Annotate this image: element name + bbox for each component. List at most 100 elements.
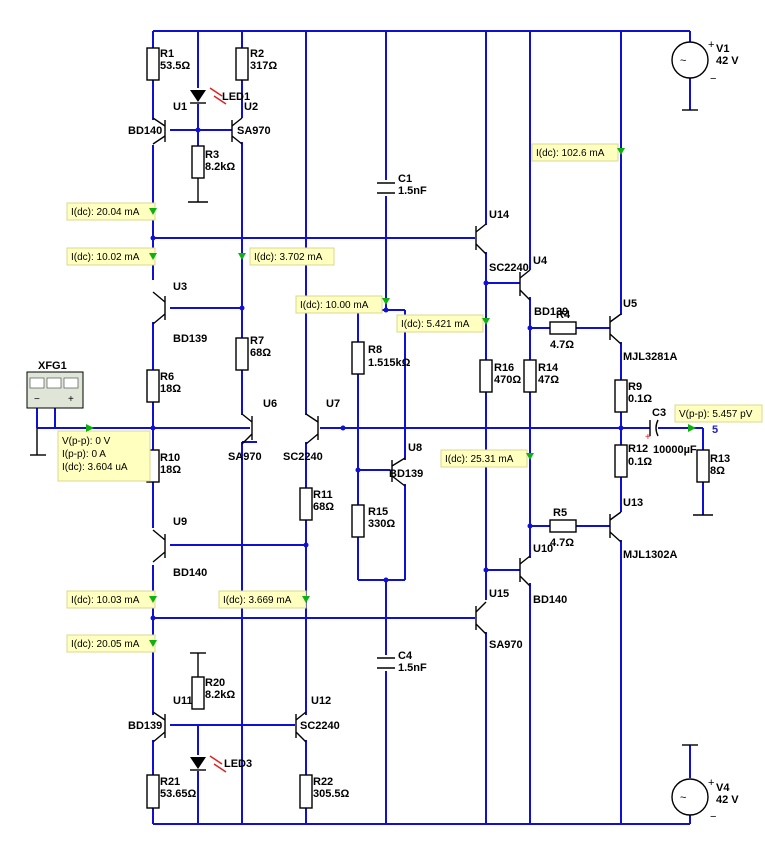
c3-value: 10000µF — [653, 444, 697, 456]
r12-value: 0.1Ω — [628, 456, 652, 468]
capacitors: + — [377, 182, 659, 669]
r9-value: 0.1Ω — [628, 393, 652, 405]
u4-name: U4 — [533, 255, 548, 267]
probe-11: V(p-p): 5.457 pV — [679, 409, 753, 420]
svg-text:+: + — [708, 777, 714, 789]
r6-value: 18Ω — [160, 383, 181, 395]
probe-12-ipp: I(p-p): 0 A — [62, 449, 106, 460]
u14-name: U14 — [489, 209, 510, 221]
probe-2: I(dc): 10.02 mA — [71, 252, 140, 263]
r21-name: R21 — [160, 776, 180, 788]
r10-value: 18Ω — [160, 464, 181, 476]
r7-name: R7 — [250, 335, 264, 347]
u10-name: U10 — [533, 543, 553, 555]
u7-name: U7 — [326, 398, 340, 410]
svg-text:~: ~ — [680, 55, 686, 67]
u7-part: SC2240 — [283, 451, 323, 463]
r8-value: 1.515kΩ — [368, 357, 411, 369]
r3-name: R3 — [205, 149, 219, 161]
r3-value: 8.2kΩ — [205, 161, 235, 173]
v4-name: V4 — [716, 782, 730, 794]
r6-name: R6 — [160, 371, 174, 383]
u8-part: BD139 — [389, 468, 423, 480]
r14-name: R14 — [538, 362, 559, 374]
component-labels: R1 53.5Ω R2 317Ω R3 8.2kΩ R4 4.7Ω R5 4.7… — [128, 39, 739, 823]
u11-part: BD139 — [128, 720, 162, 732]
r22-value: 305.5Ω — [313, 788, 350, 800]
svg-text:−: − — [34, 394, 40, 405]
function-generator-xfg1: − + XFG1 — [26, 360, 84, 409]
led1-name: LED1 — [222, 91, 250, 103]
v4-value: 42 V — [716, 794, 739, 806]
r5-name: R5 — [553, 507, 567, 519]
u13-part: MJL1302A — [623, 549, 677, 561]
svg-text:+: + — [68, 394, 74, 405]
u9-name: U9 — [173, 516, 187, 528]
probe-8: I(dc): 10.03 mA — [71, 595, 140, 606]
junction-dots — [150, 127, 624, 621]
r1-name: R1 — [160, 48, 174, 60]
u3-part: BD139 — [173, 333, 207, 345]
r14-value: 47Ω — [538, 374, 559, 386]
r21-value: 53.65Ω — [160, 788, 197, 800]
svg-text:−: − — [710, 811, 716, 823]
svg-text:−: − — [710, 73, 716, 85]
r10-name: R10 — [160, 452, 180, 464]
r9-name: R9 — [628, 381, 642, 393]
r11-value: 68Ω — [313, 501, 334, 513]
probe-9: I(dc): 3.669 mA — [223, 595, 292, 606]
r7-value: 68Ω — [250, 347, 271, 359]
u8-name: U8 — [408, 442, 422, 454]
probe-5: I(dc): 5.421 mA — [401, 319, 470, 330]
r5-value: 4.7Ω — [550, 537, 574, 549]
u3-name: U3 — [173, 281, 187, 293]
u13-name: U13 — [623, 497, 643, 509]
u1-name: U1 — [173, 101, 187, 113]
probe-1: I(dc): 20.04 mA — [71, 207, 140, 218]
u15-name: U15 — [489, 588, 509, 600]
r20-name: R20 — [205, 677, 225, 689]
r12-name: R12 — [628, 443, 648, 455]
r8-name: R8 — [368, 344, 382, 356]
r16-value: 470Ω — [494, 374, 521, 386]
r13-value: 8Ω — [710, 465, 725, 477]
probe-12-vpp: V(p-p): 0 V — [62, 436, 111, 447]
u5-name: U5 — [623, 298, 637, 310]
c3-name: C3 — [652, 407, 666, 419]
transistor-symbols — [152, 117, 622, 743]
u10-part: BD140 — [533, 594, 567, 606]
r20-value: 8.2kΩ — [205, 689, 235, 701]
v1-value: 42 V — [716, 55, 739, 67]
u6-part: SA970 — [228, 451, 262, 463]
r1-value: 53.5Ω — [160, 60, 190, 72]
r4-value: 4.7Ω — [550, 339, 574, 351]
c1-value: 1.5nF — [398, 185, 427, 197]
r13-name: R13 — [710, 453, 730, 465]
u14-part: SC2240 — [489, 262, 529, 274]
probes: I(dc): 20.04 mA I(dc): 10.02 mA I(dc): 3… — [57, 143, 763, 653]
c4-name: C4 — [398, 650, 413, 662]
u12-name: U12 — [311, 695, 331, 707]
u6-name: U6 — [263, 398, 277, 410]
svg-text:+: + — [645, 432, 651, 443]
svg-text:+: + — [708, 39, 714, 51]
u9-part: BD140 — [173, 567, 207, 579]
u11-name: U11 — [173, 695, 193, 707]
r16-name: R16 — [494, 362, 514, 374]
voltage-sources: ~ ~ — [671, 41, 709, 816]
r22-name: R22 — [313, 776, 333, 788]
r4-name: R4 — [556, 309, 571, 321]
u5-part: MJL3281A — [623, 351, 677, 363]
u15-part: SA970 — [489, 639, 523, 651]
r2-name: R2 — [250, 48, 264, 60]
u2-part: SA970 — [237, 125, 271, 137]
r11-name: R11 — [313, 489, 333, 501]
xfg1-label: XFG1 — [38, 360, 67, 372]
leds — [190, 87, 227, 773]
u12-part: SC2240 — [300, 720, 340, 732]
u1-part: BD140 — [128, 125, 162, 137]
probe-3: I(dc): 3.702 mA — [254, 252, 323, 263]
net-label-5: 5 — [712, 424, 718, 436]
u4-part: BD139 — [534, 306, 568, 318]
